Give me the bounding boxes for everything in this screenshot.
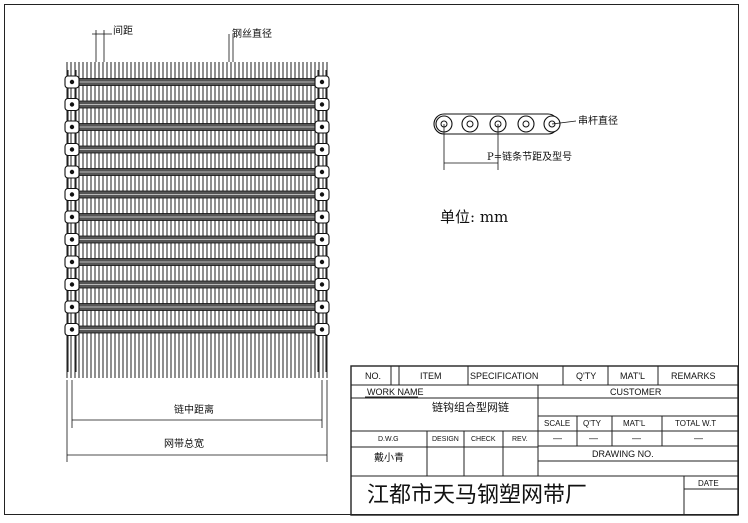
side-chain-pin xyxy=(69,214,75,220)
company-name: 江都市天马钢塑网带厂 xyxy=(367,483,588,508)
side-chain-pin xyxy=(319,192,325,197)
side-chain-pin xyxy=(69,169,75,175)
chain-pitch-label: P=链条节距及型号 xyxy=(487,150,572,163)
header-matl: MAT'L xyxy=(620,371,646,381)
side-chain-pin xyxy=(319,169,325,175)
drawing-no-label: DRAWING NO. xyxy=(592,449,654,459)
sub-header-scale: SCALE xyxy=(544,419,571,428)
side-chain-pin xyxy=(69,102,75,107)
unit-label: 单位: mm xyxy=(440,208,508,226)
sub-header-qty: Q'TY xyxy=(583,419,601,428)
pitch-spacing-label: 间距 xyxy=(113,24,133,37)
side-chain-pin xyxy=(69,124,75,130)
sub-value-scale: — xyxy=(553,433,562,443)
drafter-name: 戴小青 xyxy=(374,453,404,464)
side-chain-pin xyxy=(319,304,325,310)
rod-diameter-leader xyxy=(551,120,577,125)
signoff-dwg: D.W.G xyxy=(378,436,399,443)
header-qty: Q'TY xyxy=(576,371,597,381)
side-chain-pin xyxy=(319,237,325,242)
rod-diameter-label: 串杆直径 xyxy=(578,114,618,127)
side-chain-pin xyxy=(319,102,325,107)
signoff-rev: REV. xyxy=(512,436,528,443)
work-name-value: 链钩组合型网链 xyxy=(432,401,509,414)
chain-center-distance-label: 链中距离 xyxy=(174,403,214,416)
sub-value-qty: — xyxy=(589,433,598,443)
side-chain-pin xyxy=(319,327,325,332)
side-chain-pin xyxy=(69,259,75,265)
side-chain-pin xyxy=(319,79,325,85)
sub-value-matl: — xyxy=(632,433,641,443)
sub-header-matl: MAT'L xyxy=(623,419,646,428)
signoff-check: CHECK xyxy=(471,436,496,443)
side-chain-pin xyxy=(69,282,75,287)
customer-label: CUSTOMER xyxy=(610,387,662,397)
side-chain-pin xyxy=(69,304,75,310)
wire-diameter-label: 钢丝直径 xyxy=(232,27,272,40)
side-chain-pin xyxy=(319,124,325,130)
header-item: ITEM xyxy=(420,371,442,381)
side-chain-pin xyxy=(319,259,325,265)
side-chain-pin xyxy=(319,147,325,152)
header-remarks: REMARKS xyxy=(671,371,716,381)
header-specification: SPECIFICATION xyxy=(470,371,539,381)
header-no: NO. xyxy=(365,371,382,381)
side-chain-pin xyxy=(69,79,75,85)
signoff-design: DESIGN xyxy=(432,436,459,443)
chain-roller xyxy=(517,115,535,133)
side-chain-pin xyxy=(69,237,75,242)
side-chain-pin xyxy=(69,327,75,332)
side-chain-pin xyxy=(319,282,325,287)
chain-pin xyxy=(522,120,530,128)
side-chain-pin xyxy=(69,147,75,152)
chain-pin xyxy=(466,120,474,128)
side-chain-pin xyxy=(319,214,325,220)
work-name-label: WORK NAME xyxy=(367,387,424,397)
sub-header-total-wt: TOTAL W.T xyxy=(675,419,717,428)
chain-roller xyxy=(461,115,479,133)
date-label: DATE xyxy=(698,479,719,488)
sub-value-total-wt: — xyxy=(694,433,703,443)
side-chain-pin xyxy=(69,192,75,197)
belt-total-width-label: 网带总宽 xyxy=(164,437,204,450)
